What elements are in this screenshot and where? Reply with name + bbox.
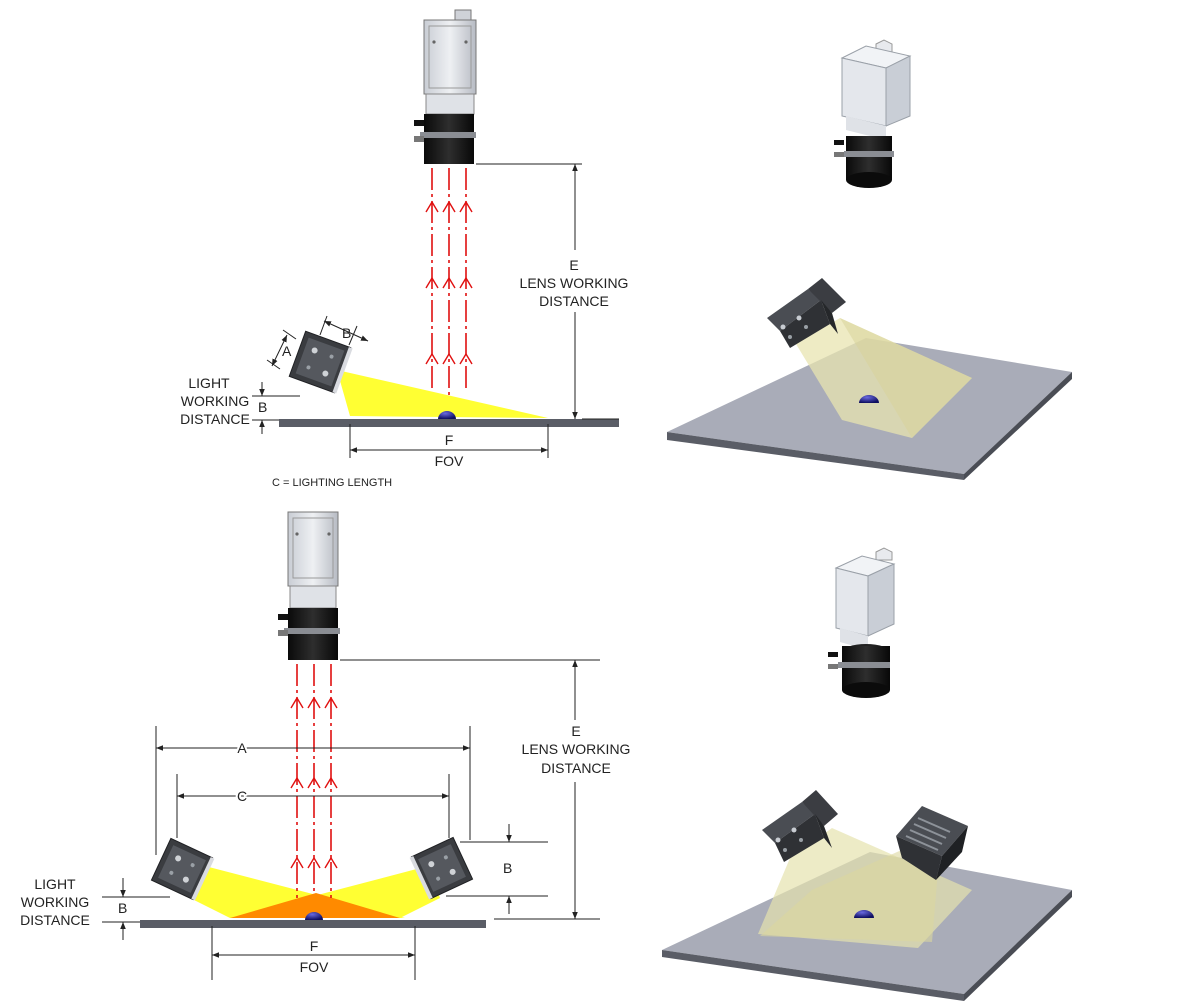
bottom-beam-overlap bbox=[230, 893, 400, 918]
top-fov-dim bbox=[349, 424, 549, 458]
bottom-3d-camera bbox=[828, 547, 896, 698]
top-3d-camera bbox=[834, 39, 912, 188]
top-light-wd-line2: WORKING bbox=[181, 393, 249, 409]
bottom-ray-arrowheads bbox=[290, 696, 338, 869]
bottom-3d-plate-front bbox=[662, 950, 964, 1001]
top-ray-arrowheads bbox=[425, 200, 473, 365]
bottom-dim-c-label: C bbox=[237, 788, 247, 804]
bottom-lens-wd-line1: LENS WORKING bbox=[522, 741, 631, 757]
bottom-dim-a-label: A bbox=[237, 740, 247, 756]
top-light-beam bbox=[337, 370, 548, 418]
bottom-light-wd-b: B bbox=[118, 900, 127, 916]
top-dim-b-label: B bbox=[342, 325, 351, 341]
bottom-light-wd-line2: WORKING bbox=[21, 894, 89, 910]
top-lens-wd-letter: E bbox=[569, 257, 578, 273]
bottom-fov-word: FOV bbox=[300, 959, 329, 975]
bottom-left-fixture bbox=[150, 837, 215, 901]
bottom-diagram: A C B LIGHT WORKING DISTANCE B bbox=[20, 511, 631, 980]
bottom-light-wd-line3: DISTANCE bbox=[20, 912, 90, 928]
top-plate bbox=[279, 419, 619, 427]
top-fov-word: FOV bbox=[435, 453, 464, 469]
bottom-dim-b-right bbox=[446, 824, 548, 914]
top-light-wd-line1: LIGHT bbox=[188, 375, 230, 391]
bottom-dim-a bbox=[155, 726, 471, 855]
bottom-plate bbox=[140, 920, 486, 928]
top-object-dome bbox=[438, 411, 456, 419]
top-dim-b bbox=[319, 315, 369, 346]
bottom-dim-b-right-label: B bbox=[503, 860, 512, 876]
top-3d-light-fixture bbox=[767, 278, 846, 348]
top-light-wd-line3: DISTANCE bbox=[180, 411, 250, 427]
bottom-right-fixture bbox=[409, 836, 474, 900]
top-light-fixture bbox=[288, 330, 353, 394]
bottom-light-wd-line1: LIGHT bbox=[34, 876, 76, 892]
top-3d-plate-front bbox=[667, 432, 964, 480]
bottom-dim-c bbox=[176, 774, 450, 838]
top-dim-a-label: A bbox=[282, 343, 292, 359]
bottom-3d-right-fixture bbox=[896, 806, 968, 880]
top-camera bbox=[414, 9, 477, 164]
bottom-3d-render bbox=[662, 547, 1072, 1001]
bottom-light-wd-dim bbox=[102, 878, 170, 940]
top-light-wd-dim bbox=[252, 382, 300, 434]
bottom-lens-wd-letter: E bbox=[571, 723, 580, 739]
bottom-3d-object-dome bbox=[854, 910, 874, 918]
bottom-fov-dim bbox=[211, 926, 416, 980]
top-lens-wd-line2: DISTANCE bbox=[539, 293, 609, 309]
lighting-length-caption: C = LIGHTING LENGTH bbox=[272, 477, 392, 489]
bottom-lens-wd-dim bbox=[340, 659, 600, 920]
bottom-3d-right-beam bbox=[760, 848, 938, 942]
bottom-fov-letter: F bbox=[310, 938, 319, 954]
top-lens-wd-dim bbox=[476, 163, 619, 420]
top-fov-letter: F bbox=[445, 432, 454, 448]
top-diagram: A B LIGHT WORKING DISTANCE B F FOV bbox=[180, 9, 629, 469]
top-3d-object-dome bbox=[859, 395, 879, 403]
top-lens-wd-line1: LENS WORKING bbox=[520, 275, 629, 291]
bottom-camera bbox=[278, 511, 340, 660]
bottom-3d-left-fixture bbox=[762, 790, 838, 862]
top-3d-render bbox=[667, 39, 1072, 480]
top-light-wd-b: B bbox=[258, 399, 267, 415]
bottom-object-dome bbox=[305, 912, 323, 920]
top-dim-a bbox=[266, 329, 297, 370]
bottom-lens-wd-line2: DISTANCE bbox=[541, 760, 611, 776]
